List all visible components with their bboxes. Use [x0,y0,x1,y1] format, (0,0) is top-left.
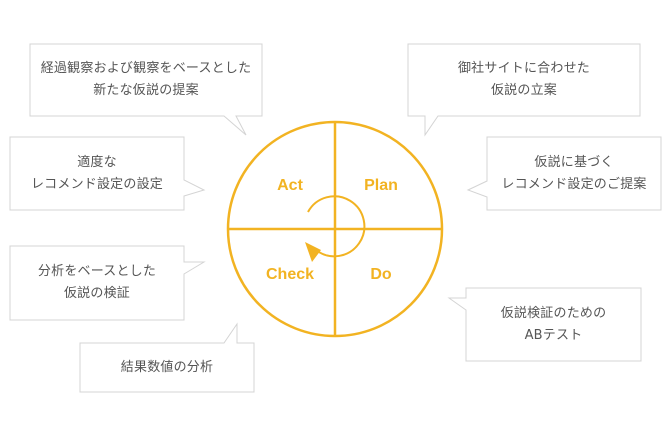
bubble-mid-left-upper: 適度な レコメンド設定の設定 [10,137,184,210]
bubble-text-line: ABテスト [524,327,583,343]
bubble-top-left: 経過観察および観察をベースとした 新たな仮説の提案 [30,44,262,116]
bubble-top-right-shape [407,43,641,137]
cycle-arrow-arc [307,195,366,258]
bubble-top-right: 御社サイトに合わせた 仮説の立案 [408,44,640,116]
cycle-label-do: Do [370,266,392,283]
bubble-mid-left-lower: 分析をベースとした 仮説の検証 [10,246,184,320]
bubble-text-line: 仮説に基づく [534,154,614,170]
bubble-bottom-right: 仮説検証のための ABテスト [466,288,641,361]
bubble-bottom-left: 結果数値の分析 [80,343,254,392]
cycle-label-plan: Plan [364,177,398,194]
bubble-text-line: 適度な [77,154,117,170]
bubble-text-line: レコメンド設定の設定 [30,176,163,192]
bubble-text-line: 仮説の立案 [490,83,557,98]
cycle-arrow-head-icon [305,242,321,262]
cycle-label-check: Check [266,266,314,283]
bubble-text-line: 新たな仮説の提案 [93,83,199,98]
bubble-text-line: 仮説の検証 [63,286,130,301]
bubble-mid-left-lower-shape [9,245,206,321]
bubble-bottom-left-shape [79,322,255,393]
bubble-mid-left-upper-shape [9,136,206,211]
bubble-text-line: 仮説検証のための [500,305,607,321]
bubble-text-line: 分析をベースとした [37,264,157,279]
pdca-cycle: Act Plan Check Do [226,120,444,338]
bubble-mid-right-shape [466,136,662,211]
bubble-text-line: レコメンド設定のご提案 [501,176,647,192]
bubble-top-left-shape [29,43,263,136]
bubble-mid-right: 仮説に基づく レコメンド設定のご提案 [487,137,661,210]
bubble-text-line: 御社サイトに合わせた [457,61,590,76]
bubble-bottom-right-shape [447,287,642,362]
bubble-text-line: 結果数値の分析 [120,359,214,375]
cycle-label-act: Act [277,177,303,194]
bubble-text-line: 経過観察および観察をベースとした [40,61,252,76]
